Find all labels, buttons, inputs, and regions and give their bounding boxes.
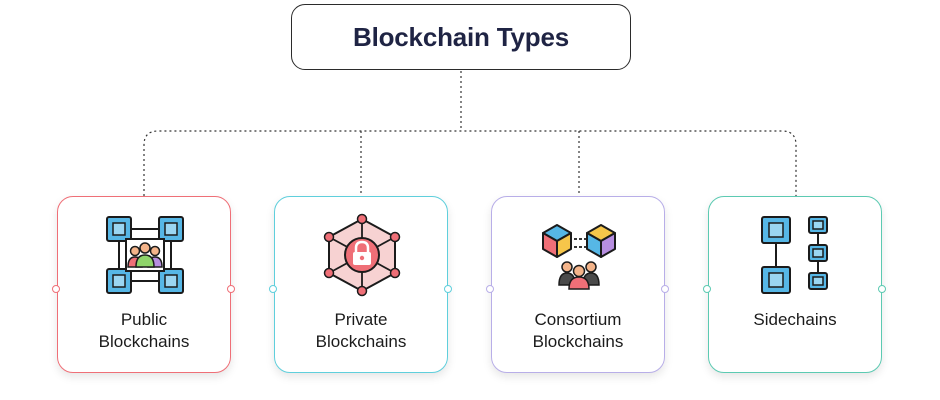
card-label: Sidechains <box>753 310 837 329</box>
connector-dot <box>878 285 886 293</box>
card-label: Public Blockchains <box>98 310 190 351</box>
connector-dot <box>444 285 452 293</box>
network-lock-icon <box>323 213 401 297</box>
connector-dot <box>227 285 235 293</box>
diagram-title: Blockchain Types <box>353 21 569 52</box>
connector-dot <box>486 285 494 293</box>
connector-dot <box>269 285 277 293</box>
parallel-chains-icon <box>761 216 828 294</box>
linked-cubes-group-icon <box>542 224 616 290</box>
connector-dot <box>52 285 60 293</box>
title-box: Blockchain Types <box>291 4 631 70</box>
card-sidechains: Sidechains <box>708 196 882 373</box>
card-consortium-blockchains: Consortium Blockchains <box>491 196 665 373</box>
network-people-icon <box>106 216 184 294</box>
card-label: Private Blockchains <box>315 310 407 351</box>
card-public-blockchains: Public Blockchains <box>57 196 231 373</box>
card-label: Consortium Blockchains <box>532 310 624 351</box>
connector-dot <box>661 285 669 293</box>
card-private-blockchains: Private Blockchains <box>274 196 448 373</box>
connector-dot <box>703 285 711 293</box>
